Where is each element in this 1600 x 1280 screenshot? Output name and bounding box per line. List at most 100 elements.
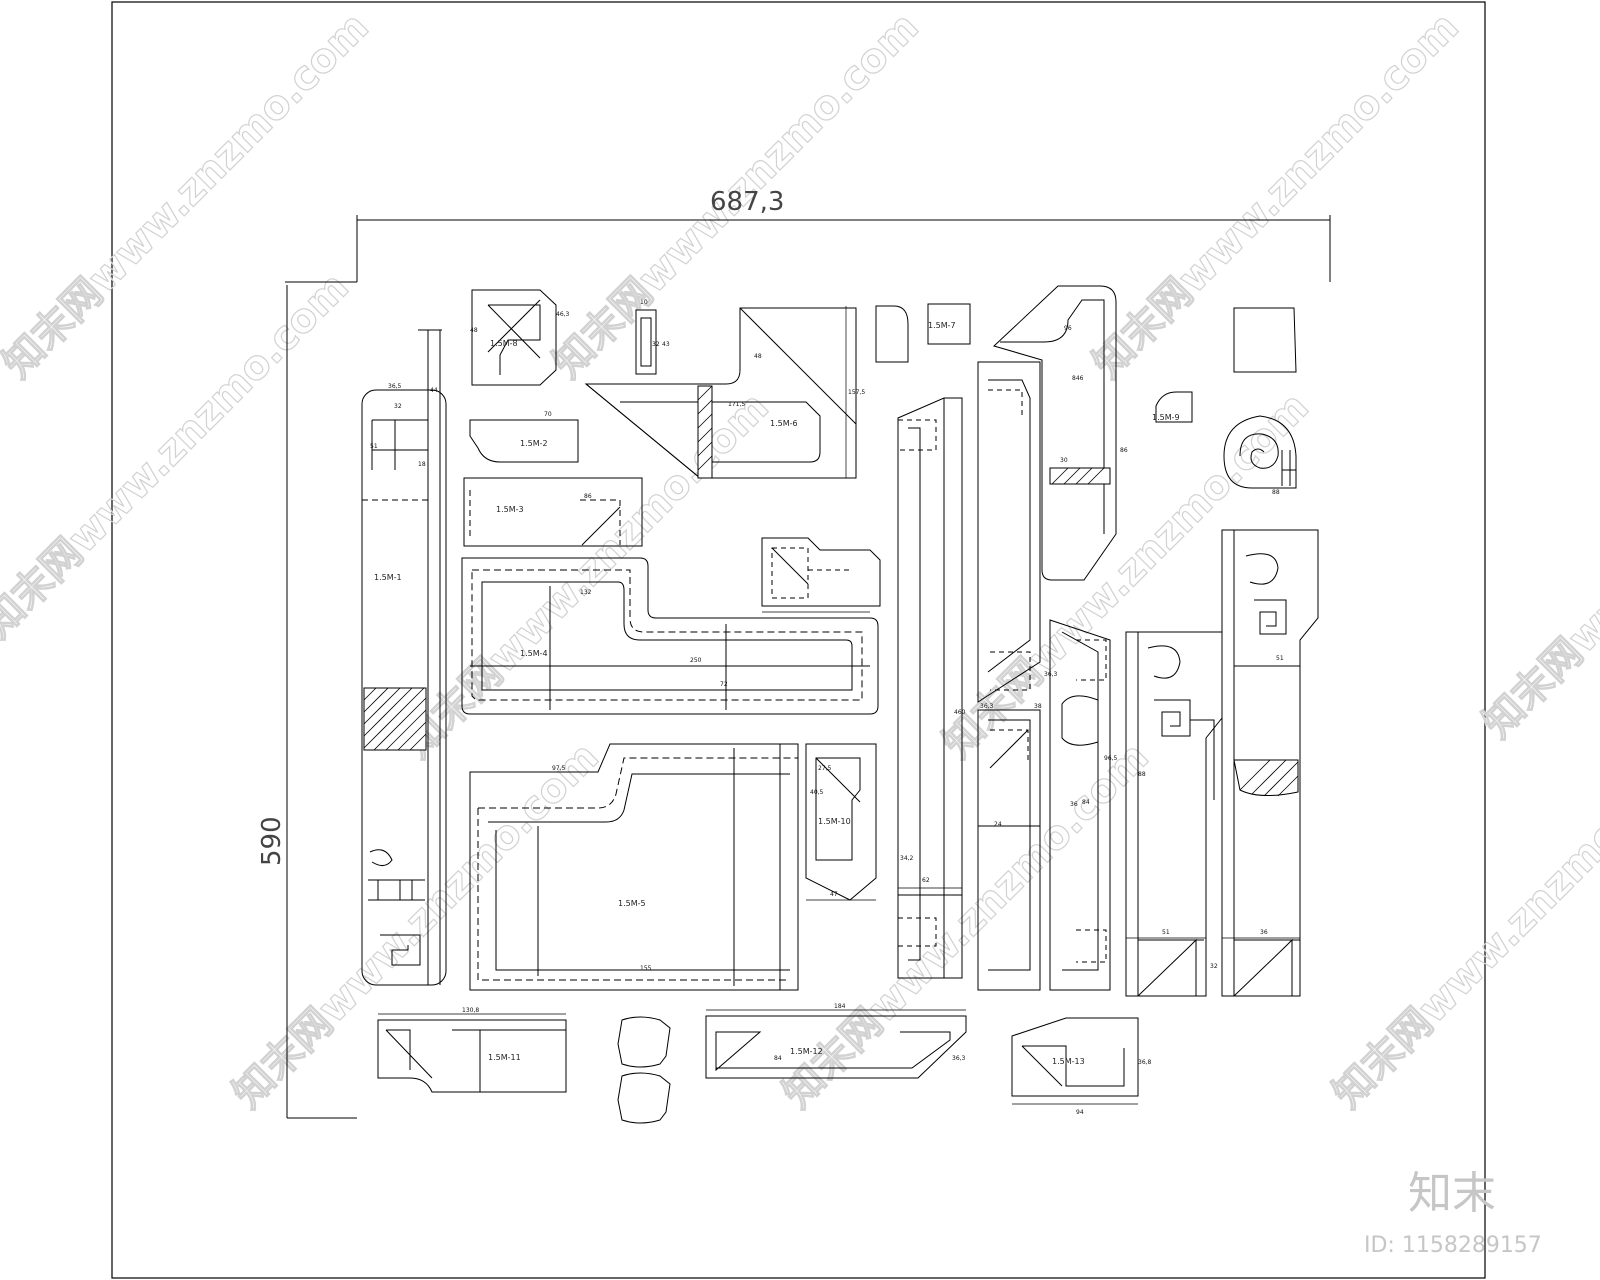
dim-label: 86 (1120, 447, 1128, 454)
dim-label: 36 (1260, 929, 1268, 936)
dimension-lines (378, 306, 1300, 1105)
dim-label: 51 (1162, 929, 1170, 936)
dim-label: 96 (1064, 325, 1072, 332)
dim-label: 47 (830, 891, 838, 898)
dim-label: 43 (662, 341, 670, 348)
part-label: 1.5M-2 (520, 439, 548, 448)
watermark-text: 知末网www.znzmo.com (1085, 4, 1468, 387)
dim-label: 460 (954, 709, 966, 716)
part-top-right-square (1233, 307, 1297, 373)
part-bottom-middle-board (705, 1015, 967, 1079)
part-label: 1.5M-9 (1152, 413, 1180, 422)
dim-label: 51 (370, 443, 378, 450)
dim-label: 155 (640, 965, 652, 972)
part-label: 1.5M-1 (374, 573, 402, 582)
dim-label: 250 (690, 657, 702, 664)
dim-label: 30 (1060, 457, 1068, 464)
part-vertical-bracket (805, 743, 877, 901)
part-upper-left-bracket (471, 289, 557, 386)
dim-label: 171,5 (728, 401, 745, 408)
dimension-label-layer: 46,3 36,5 44 32 51 18 70 86 48 10 32 43 … (370, 299, 1284, 1116)
part-label: 1.5M-13 (1052, 1057, 1085, 1066)
part-small-square (927, 303, 971, 345)
dim-label: 88 (1272, 489, 1280, 496)
dim-label: 48 (754, 353, 762, 360)
watermark-text: 知末网www.znzmo.com (775, 734, 1158, 1117)
part-small-flat (469, 419, 579, 463)
part-angled-upper-post (993, 285, 1117, 581)
dim-label: 36,3 (952, 1055, 966, 1062)
part-small-cap (1155, 391, 1193, 423)
part-corner-bracket (761, 537, 881, 607)
overall-width-dimension (285, 215, 1331, 283)
part-spiral-volute (1223, 415, 1297, 489)
dim-label: 72 (720, 681, 728, 688)
part-tall-left-post (361, 329, 447, 986)
watermark-id-text: ID: 1158289157 (1364, 1233, 1542, 1258)
watermark-layer: 知末网www.znzmo.com 知末网www.znzmo.com 知末网www… (0, 3, 1600, 1117)
dim-label: 846 (1072, 375, 1084, 382)
dim-label: 94 (1076, 1109, 1084, 1116)
dim-label: 24 (994, 821, 1002, 828)
part-label: 1.5M-5 (618, 899, 646, 908)
watermark-text: 知末网www.znzmo.com (395, 384, 778, 767)
part-key-pattern-post-left (1125, 631, 1223, 997)
dim-label: 51 (1276, 655, 1284, 662)
part-label: 1.5M-12 (790, 1047, 823, 1056)
brand-logo-text: 知末 (1408, 1168, 1496, 1219)
part-large-l-frame-top (461, 557, 879, 715)
dim-label: 27,5 (818, 765, 832, 772)
overall-height-dimension (286, 285, 357, 1119)
dim-label: 130,8 (462, 1007, 479, 1014)
dim-label: 32 (1210, 963, 1218, 970)
dim-label: 36,3 (980, 703, 994, 710)
part-large-l-frame-bottom (469, 743, 799, 991)
part-label: 1.5M-11 (488, 1053, 521, 1062)
watermark-text: 知末网www.znzmo.com (225, 734, 608, 1117)
part-narrow-block (635, 309, 657, 375)
part-label: 1.5M-4 (520, 649, 548, 658)
dim-label: 36 (1070, 801, 1078, 808)
part-label-layer: 1.5M-1 1.5M-2 1.5M-3 1.5M-4 1.5M-5 1.5M-… (374, 321, 1180, 1066)
part-tall-post-second (977, 361, 1041, 703)
part-label: 1.5M-3 (496, 505, 524, 514)
part-tall-post-fourth (1049, 619, 1111, 991)
dim-label: 36,8 (1138, 1059, 1152, 1066)
dim-label: 96,5 (1104, 755, 1118, 762)
dim-label: 84 (774, 1055, 782, 1062)
dim-label: 10 (640, 299, 648, 306)
dim-label: 38 (1034, 703, 1042, 710)
dim-label: 32 (652, 341, 660, 348)
dim-label: 84 (1082, 799, 1090, 806)
dim-label: 48 (470, 327, 478, 334)
watermark-text: 知末网www.znzmo.com (1325, 734, 1600, 1117)
overall-width-label: 687,3 (710, 187, 784, 217)
drawing-frame (111, 1, 1486, 1279)
dim-label: 46,3 (556, 311, 570, 318)
dim-label: 97,5 (552, 765, 566, 772)
dim-label: 36,5 (388, 383, 402, 390)
dim-label: 70 (544, 411, 552, 418)
parts-layer (361, 285, 1319, 1124)
dim-label: 62 (922, 877, 930, 884)
dim-label: 44 (430, 387, 438, 394)
part-rounded-block (875, 305, 909, 363)
dim-label: 132 (580, 589, 592, 596)
part-bottom-left-board (377, 1019, 567, 1093)
dim-label: 18 (418, 461, 426, 468)
overall-height-label: 590 (257, 816, 287, 866)
part-diagonal-top-board (584, 307, 857, 479)
part-label: 1.5M-7 (928, 321, 956, 330)
dim-label: 157,5 (848, 389, 865, 396)
dim-label: 184 (834, 1003, 846, 1010)
dim-label: 32 (394, 403, 402, 410)
dim-label: 36,3 (1044, 671, 1058, 678)
dim-label: 88 (1138, 771, 1146, 778)
part-bottom-right-board (1011, 1017, 1139, 1097)
dim-label: 34,2 (900, 855, 914, 862)
dim-label: 86 (584, 493, 592, 500)
part-mid-rectangle (463, 477, 643, 547)
part-label: 1.5M-6 (770, 419, 798, 428)
part-tall-center-post (897, 397, 963, 979)
